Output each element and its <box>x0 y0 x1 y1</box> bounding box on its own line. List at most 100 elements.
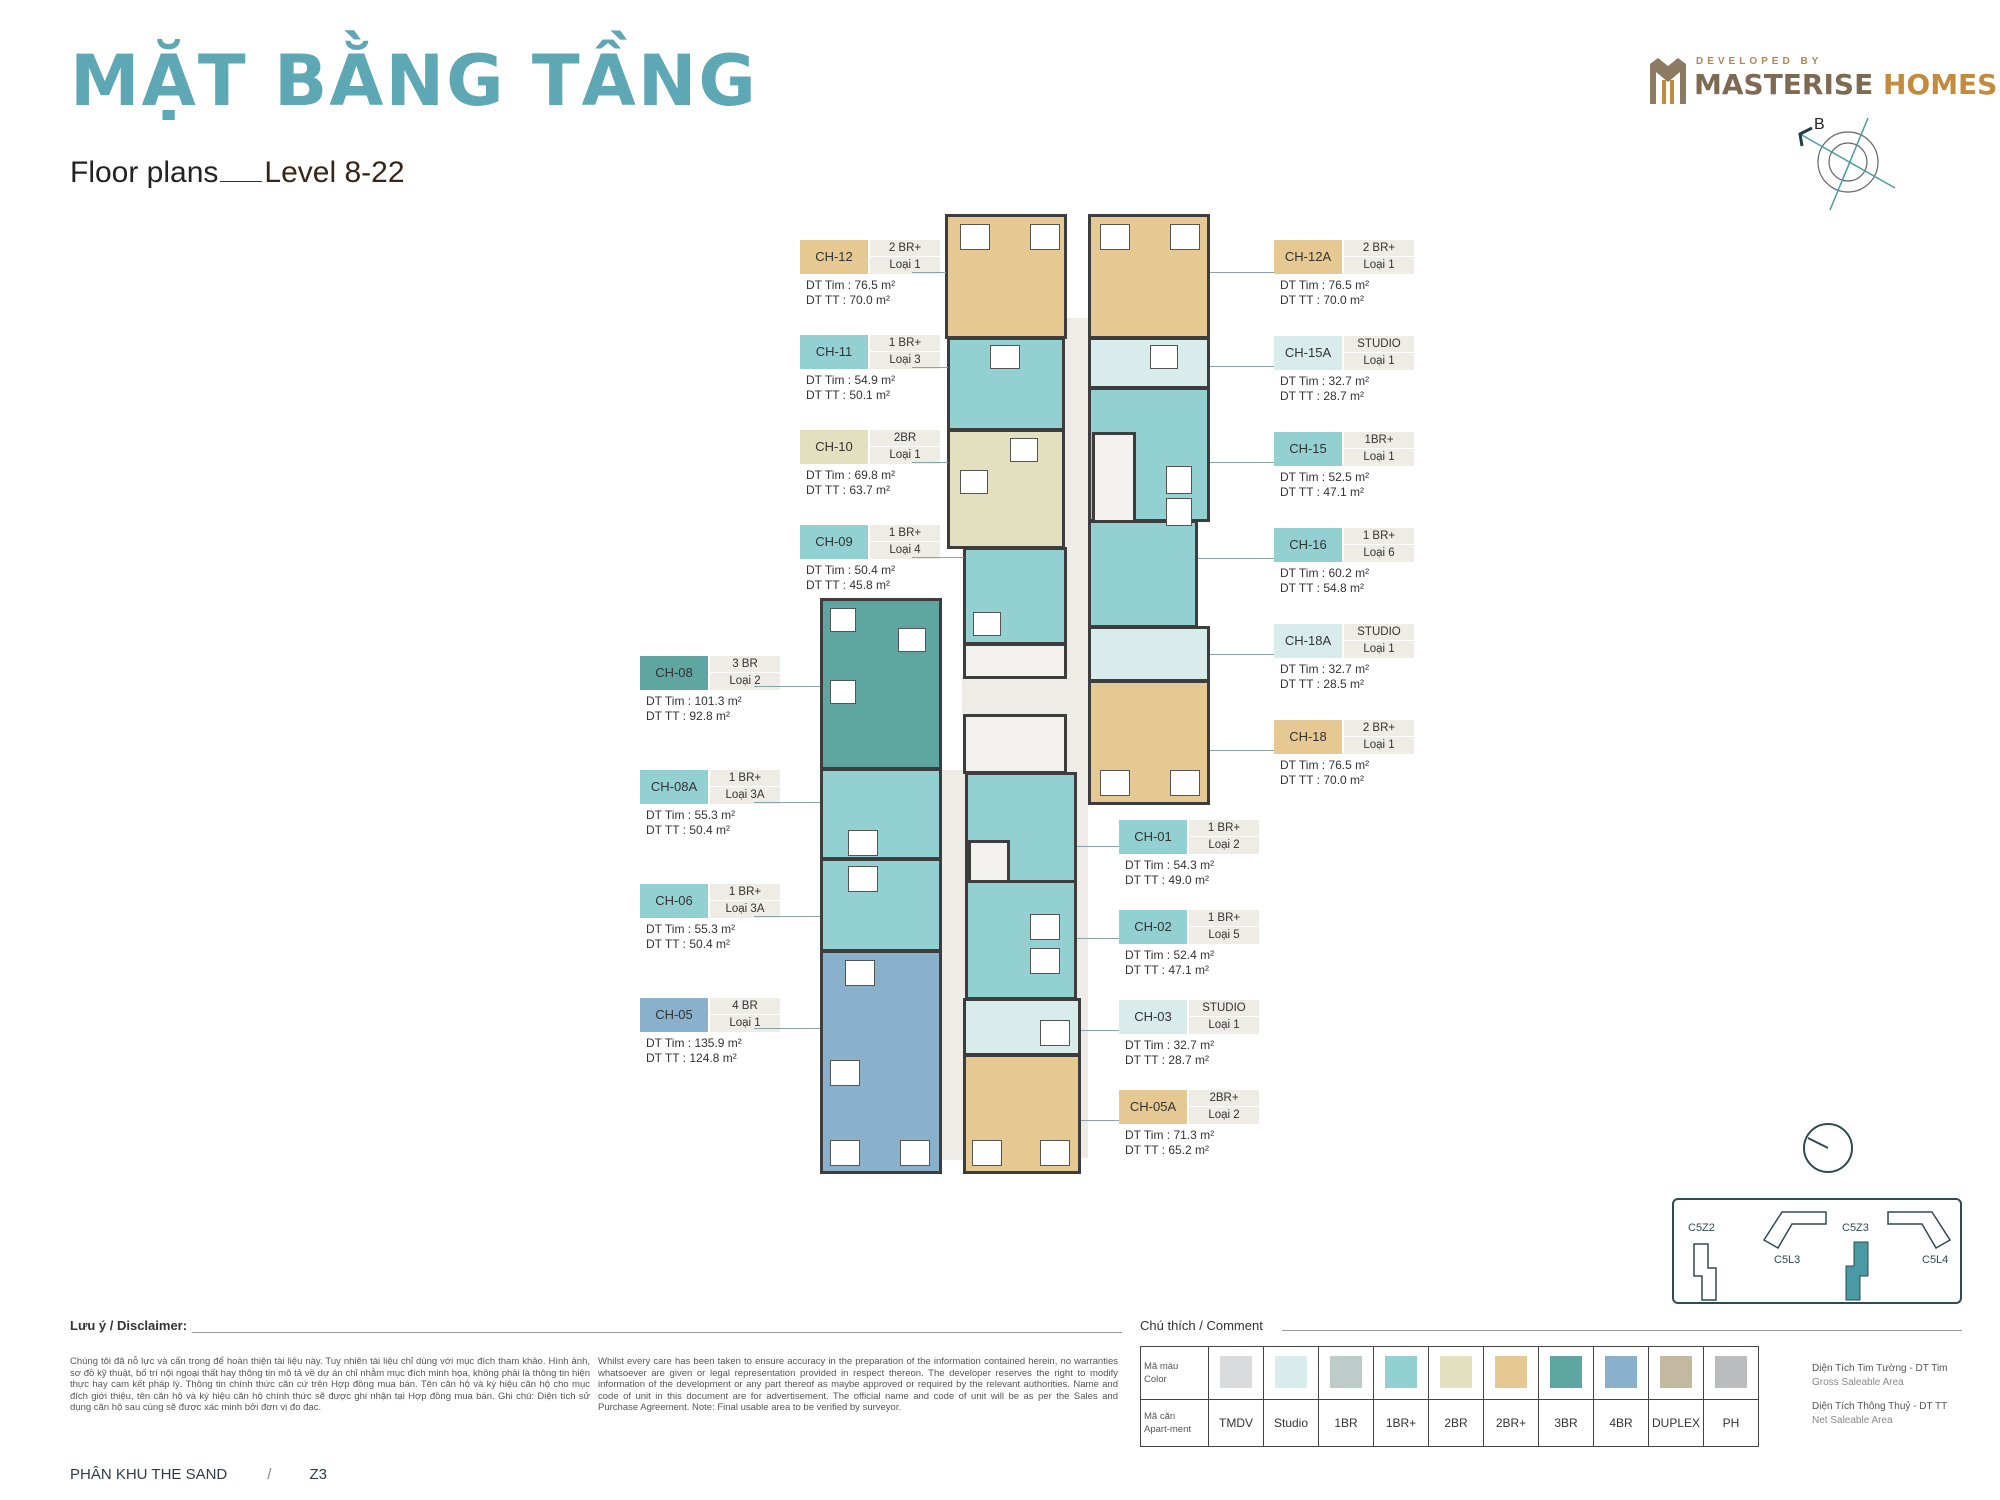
leader-line <box>754 1028 820 1029</box>
unit-label-ch-12a[interactable]: CH-12A 2 BR+ Loại 1 DT Tim : 76.5 m² DT … <box>1274 240 1464 318</box>
unit-label-ch-01[interactable]: CH-01 1 BR+ Loại 2 DT Tim : 54.3 m² DT T… <box>1119 820 1309 898</box>
bed-icon <box>1166 466 1192 494</box>
bed-icon <box>1030 948 1060 974</box>
unit-label-ch-10[interactable]: CH-10 2BR Loại 1 DT Tim : 69.8 m² DT TT … <box>800 430 990 508</box>
legend-label: PH <box>1703 1399 1759 1447</box>
building-c5l3-icon <box>1762 1211 1827 1250</box>
unit-ch-16[interactable] <box>1088 520 1198 628</box>
building-c5l4-icon <box>1887 1211 1952 1250</box>
disclaimer-title: Lưu ý / Disclaimer: <box>70 1318 188 1333</box>
bed-icon <box>973 612 1001 636</box>
unit-ch-18a[interactable] <box>1088 626 1210 682</box>
comment-title: Chú thích / Comment <box>1140 1318 1263 1333</box>
unit-ch-06[interactable] <box>820 858 942 952</box>
unit-label-ch-08a[interactable]: CH-08A 1 BR+ Loại 3A DT Tim : 55.3 m² DT… <box>640 770 830 848</box>
unit-label-ch-12[interactable]: CH-12 2 BR+ Loại 1 DT Tim : 76.5 m² DT T… <box>800 240 990 318</box>
unit-label-ch-05a[interactable]: CH-05A 2BR+ Loại 2 DT Tim : 71.3 m² DT T… <box>1119 1090 1309 1168</box>
bed-icon <box>845 960 875 986</box>
compass-label: B <box>1814 116 1825 133</box>
unit-label-ch-03[interactable]: CH-03 STUDIO Loại 1 DT Tim : 32.7 m² DT … <box>1119 1000 1309 1078</box>
unit-label-ch-08[interactable]: CH-08 3 BR Loại 2 DT Tim : 101.3 m² DT T… <box>640 656 830 734</box>
unit-label-ch-18a[interactable]: CH-18A STUDIO Loại 1 DT Tim : 32.7 m² DT… <box>1274 624 1464 702</box>
leader-line <box>1198 558 1274 559</box>
bed-icon <box>900 1140 930 1166</box>
bed-icon <box>990 345 1020 369</box>
legend-label: DUPLEX <box>1648 1399 1704 1447</box>
orientation-dial <box>1802 1122 1854 1174</box>
bed-icon <box>1100 224 1130 250</box>
brand-name: MASTERISE HOMES <box>1694 68 1998 101</box>
legend-label: Studio <box>1263 1399 1319 1447</box>
leader-line <box>912 272 946 273</box>
bed-icon <box>1170 224 1200 250</box>
bed-icon <box>1030 224 1060 250</box>
bed-icon <box>1100 770 1130 796</box>
bed-icon <box>830 1140 860 1166</box>
developed-by-text: DEVELOPED BY <box>1696 56 1823 67</box>
legend-swatch-studio <box>1263 1346 1319 1400</box>
unit-ch-15a[interactable] <box>1088 337 1210 389</box>
subtitle-divider <box>220 181 263 182</box>
bed-icon <box>898 628 926 652</box>
disclaimer-english: Whilst every care has been taken to ensu… <box>598 1356 1118 1413</box>
bed-icon <box>1010 438 1038 462</box>
leader-line <box>1210 366 1274 367</box>
stair-core-right <box>1092 432 1136 532</box>
legend-label: 1BR+ <box>1373 1399 1429 1447</box>
disclaimer-vietnamese: Chúng tôi đã nỗ lực và cẩn trọng để hoàn… <box>70 1356 590 1413</box>
corridor-lobby <box>962 676 1090 714</box>
unit-ch-02[interactable] <box>965 880 1077 1000</box>
leader-line <box>1081 1030 1119 1031</box>
breadcrumb-block: Z3 <box>309 1466 327 1483</box>
leader-line <box>1077 938 1119 939</box>
legend-label: 3BR <box>1538 1399 1594 1447</box>
unit-label-ch-02[interactable]: CH-02 1 BR+ Loại 5 DT Tim : 52.4 m² DT T… <box>1119 910 1309 988</box>
bed-icon <box>830 1060 860 1086</box>
bed-icon <box>1030 914 1060 940</box>
building-c5z2-icon <box>1693 1243 1717 1301</box>
bed-icon <box>1170 770 1200 796</box>
bed-icon <box>830 680 856 704</box>
unit-label-ch-09[interactable]: CH-09 1 BR+ Loại 4 DT Tim : 50.4 m² DT T… <box>800 525 990 603</box>
unit-label-ch-16[interactable]: CH-16 1 BR+ Loại 6 DT Tim : 60.2 m² DT T… <box>1274 528 1464 606</box>
legend-swatch-2br <box>1428 1346 1484 1400</box>
divider <box>192 1332 1122 1333</box>
legend-swatch-3br <box>1538 1346 1594 1400</box>
unit-ch-08a[interactable] <box>820 768 942 860</box>
key-map: C5Z2 C5L3 C5Z3 C5L4 <box>1672 1198 1962 1304</box>
breadcrumb-separator: / <box>267 1466 272 1483</box>
leader-line <box>1081 1120 1119 1121</box>
leader-line <box>754 802 820 803</box>
unit-label-ch-05[interactable]: CH-05 4 BR Loại 1 DT Tim : 135.9 m² DT T… <box>640 998 830 1076</box>
building-c5z3-highlighted-icon <box>1845 1241 1869 1301</box>
developer-logo: DEVELOPED BY MASTERISE HOMES <box>1648 54 1997 110</box>
leader-line <box>754 686 820 687</box>
legend-swatch-ph <box>1703 1346 1759 1400</box>
leader-line <box>754 916 820 917</box>
lift-core-upper <box>963 643 1067 679</box>
leader-line <box>912 557 964 558</box>
bed-icon <box>830 608 856 632</box>
bed-icon <box>960 470 988 494</box>
unit-label-ch-11[interactable]: CH-11 1 BR+ Loại 3 DT Tim : 54.9 m² DT T… <box>800 335 990 413</box>
unit-label-ch-15[interactable]: CH-15 1BR+ Loại 1 DT Tim : 52.5 m² DT TT… <box>1274 432 1464 510</box>
legend-label: 2BR <box>1428 1399 1484 1447</box>
unit-label-ch-15a[interactable]: CH-15A STUDIO Loại 1 DT Tim : 32.7 m² DT… <box>1274 336 1464 414</box>
divider <box>1282 1330 1962 1331</box>
subtitle-prefix: Floor plans <box>70 156 219 189</box>
leader-line <box>912 462 948 463</box>
bed-icon <box>1150 345 1178 369</box>
bed-icon <box>1040 1020 1070 1046</box>
compass: B <box>1790 112 1910 222</box>
leader-line <box>1077 846 1119 847</box>
leader-line <box>1210 654 1274 655</box>
bed-icon <box>972 1140 1002 1166</box>
masterise-logo-icon <box>1650 58 1686 104</box>
legend-label: 2BR+ <box>1483 1399 1539 1447</box>
unit-label-ch-18[interactable]: CH-18 2 BR+ Loại 1 DT Tim : 76.5 m² DT T… <box>1274 720 1464 798</box>
unit-label-ch-06[interactable]: CH-06 1 BR+ Loại 3A DT Tim : 55.3 m² DT … <box>640 884 830 962</box>
bed-icon <box>848 866 878 892</box>
